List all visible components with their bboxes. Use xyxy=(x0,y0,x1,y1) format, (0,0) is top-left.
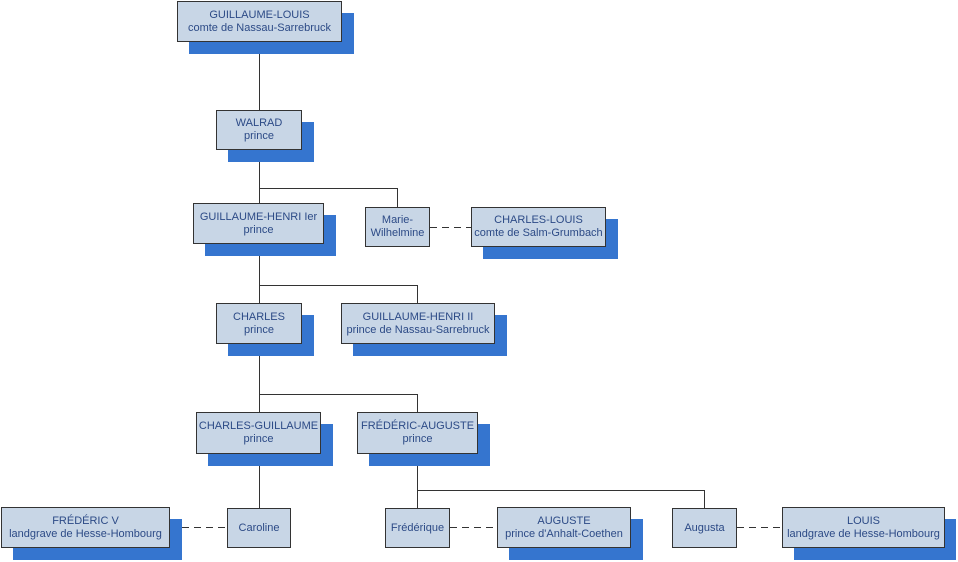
node-box: CHARLES-LOUIS comte de Salm-Grumbach xyxy=(471,207,606,247)
person-title: comte de Salm-Grumbach xyxy=(474,227,603,239)
node-guillaume-henri-2: GUILLAUME-HENRI II prince de Nassau-Sarr… xyxy=(341,303,507,356)
node-charles: CHARLES prince xyxy=(216,303,314,356)
node-walrad: WALRAD prince xyxy=(216,110,314,162)
node-box: FRÉDÉRIC-AUGUSTE prince xyxy=(357,412,478,454)
node-box: GUILLAUME-LOUIS comte de Nassau-Sarrebru… xyxy=(177,1,342,42)
node-charles-louis: CHARLES-LOUIS comte de Salm-Grumbach xyxy=(471,207,618,259)
node-box: Marie- Wilhelmine xyxy=(365,207,430,247)
person-name: LOUIS xyxy=(846,514,880,527)
person-name: CHARLES xyxy=(233,310,285,323)
node-box: CHARLES-GUILLAUME prince xyxy=(196,412,321,454)
node-caroline: Caroline xyxy=(227,508,291,548)
node-box: CHARLES prince xyxy=(216,303,302,344)
node-box: GUILLAUME-HENRI Ier prince xyxy=(193,203,324,244)
person-title: landgrave de Hesse-Hombourg xyxy=(787,527,940,540)
node-frederic-auguste: FRÉDÉRIC-AUGUSTE prince xyxy=(357,412,490,466)
node-box: Augusta xyxy=(672,508,737,548)
person-name: GUILLAUME-HENRI Ier xyxy=(199,210,318,223)
person-name: FRÉDÉRIC-AUGUSTE xyxy=(360,420,475,432)
person-title: comte de Nassau-Sarrebruck xyxy=(187,21,332,34)
person-title: prince xyxy=(244,130,274,142)
person-name: GUILLAUME-LOUIS xyxy=(209,8,310,21)
node-box: Caroline xyxy=(227,508,291,548)
node-box: LOUIS landgrave de Hesse-Hombourg xyxy=(782,507,945,548)
person-name: FRÉDÉRIC V xyxy=(52,514,119,527)
person-name: AUGUSTE xyxy=(537,514,591,527)
node-box: GUILLAUME-HENRI II prince de Nassau-Sarr… xyxy=(341,303,495,344)
node-frederique: Frédérique xyxy=(385,508,450,548)
node-box: Frédérique xyxy=(385,508,450,548)
node-box: AUGUSTE prince d'Anhalt-Coethen xyxy=(497,507,631,548)
node-louis: LOUIS landgrave de Hesse-Hombourg xyxy=(782,507,956,560)
person-title: prince xyxy=(402,433,433,445)
person-name-continued: Wilhelmine xyxy=(370,227,425,239)
node-box: WALRAD prince xyxy=(216,110,302,150)
person-title: prince d'Anhalt-Coethen xyxy=(505,527,623,540)
node-guillaume-louis: GUILLAUME-LOUIS comte de Nassau-Sarrebru… xyxy=(177,1,354,54)
person-title: prince xyxy=(243,433,274,445)
node-marie-wilhelmine: Marie- Wilhelmine xyxy=(365,207,430,247)
node-charles-guillaume: CHARLES-GUILLAUME prince xyxy=(196,412,333,466)
person-name: CHARLES-LOUIS xyxy=(494,214,583,226)
person-name: CHARLES-GUILLAUME xyxy=(198,420,319,432)
line-branch-guillaume-henri-2 xyxy=(259,285,418,303)
person-name: Frédérique xyxy=(390,521,445,534)
person-title: prince xyxy=(243,223,274,236)
person-title: prince xyxy=(244,323,274,336)
node-frederic-v: FRÉDÉRIC V landgrave de Hesse-Hombourg xyxy=(1,507,182,560)
person-name: WALRAD xyxy=(235,117,283,129)
line-branch-frederic-auguste xyxy=(259,394,418,412)
line-walrad-marie-wilhelmine xyxy=(259,188,398,207)
node-box: FRÉDÉRIC V landgrave de Hesse-Hombourg xyxy=(1,507,170,548)
node-guillaume-henri-1: GUILLAUME-HENRI Ier prince xyxy=(193,203,336,256)
person-name: Caroline xyxy=(238,521,280,534)
person-title: prince de Nassau-Sarrebruck xyxy=(346,323,490,336)
person-name: GUILLAUME-HENRI II xyxy=(362,310,474,323)
line-branch-augusta xyxy=(417,490,705,508)
node-augusta: Augusta xyxy=(672,508,737,548)
node-auguste: AUGUSTE prince d'Anhalt-Coethen xyxy=(497,507,643,560)
person-name: Marie- xyxy=(381,214,414,226)
person-name: Augusta xyxy=(684,521,725,534)
person-title: landgrave de Hesse-Hombourg xyxy=(9,527,162,540)
